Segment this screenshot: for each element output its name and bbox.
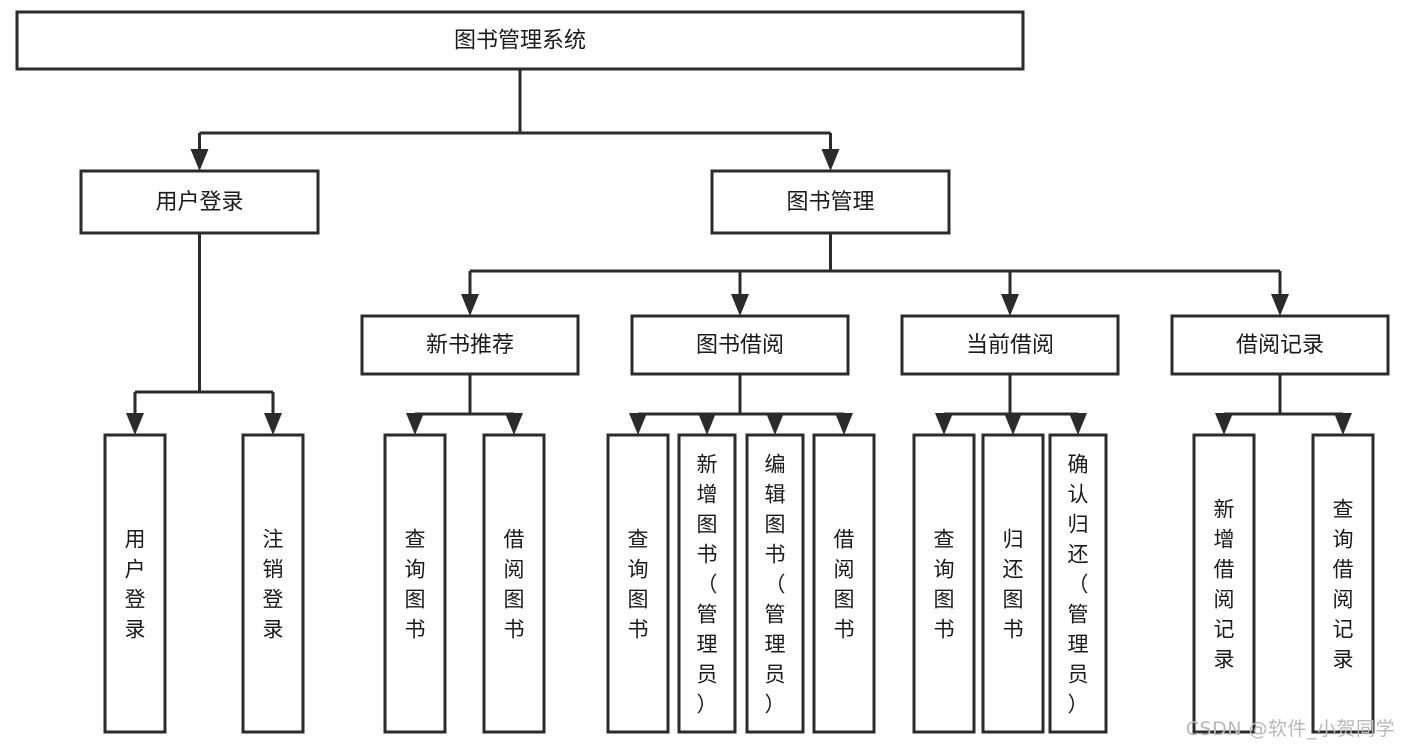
leaf-node-leaf-logout-login[interactable]: 注销登录 (241, 433, 305, 734)
leaf-node-leaf-query-borrow-record[interactable]: 查询借阅记录 (1311, 433, 1375, 734)
level3-node-current-borrow-box[interactable] (900, 314, 1120, 376)
leaf-node-leaf-confirm-return-admin-label: 确认归还（管理员） (1068, 452, 1089, 716)
level2-node-book-management-box[interactable] (710, 169, 951, 235)
level3-node-borrow-record-label: 借阅记录 (1236, 333, 1324, 358)
leaf-node-leaf-edit-book-admin[interactable]: 编辑图书（管理员） (745, 433, 805, 734)
level3-node-book-borrow[interactable]: 图书借阅 (630, 314, 850, 376)
leaf-node-leaf-borrow-book[interactable]: 借阅图书 (812, 433, 876, 734)
leaf-leaf-query-borrow-record-arrowhead (1334, 413, 1352, 435)
leaf-node-leaf-add-book-admin[interactable]: 新增图书（管理员） (677, 433, 737, 734)
leaf-node-leaf-user-login-label: 用户登录 (125, 527, 146, 641)
leaf-leaf-add-book-admin-arrowhead (698, 413, 716, 435)
leaf-node-leaf-confirm-return-admin-box[interactable] (1048, 433, 1108, 734)
level3-borrow-record-arrowhead (1271, 294, 1289, 316)
level2-node-book-management[interactable]: 图书管理 (710, 169, 951, 235)
root-node-label: 图书管理系统 (454, 29, 586, 54)
leaf-node-leaf-user-login-box[interactable] (103, 433, 167, 734)
leaf-node-leaf-borrow-book-box[interactable] (812, 433, 876, 734)
leaf-leaf-borrow-book-arrowhead (835, 413, 853, 435)
leaf-node-leaf-query-book-current-label: 查询图书 (934, 527, 955, 641)
leaf-node-leaf-add-book-admin-box[interactable] (677, 433, 737, 734)
leaf-node-leaf-add-borrow-record[interactable]: 新增借阅记录 (1192, 433, 1256, 734)
level3-book-borrow-arrowhead (731, 294, 749, 316)
level3-node-book-borrow-box[interactable] (630, 314, 850, 376)
leaf-leaf-confirm-return-admin-arrowhead (1069, 413, 1087, 435)
leaf-leaf-query-book-rec-arrowhead (406, 413, 424, 435)
leaf-node-leaf-user-login[interactable]: 用户登录 (103, 433, 167, 734)
leaf-node-leaf-confirm-return-admin[interactable]: 确认归还（管理员） (1048, 433, 1108, 734)
level2-node-user-login-label: 用户登录 (155, 190, 243, 215)
level3-new-book-recommend-arrowhead (461, 294, 479, 316)
leaf-node-leaf-return-book-box[interactable] (981, 433, 1045, 734)
leaf-node-leaf-query-borrow-record-label: 查询借阅记录 (1333, 497, 1354, 671)
leaf-node-leaf-add-book-admin-label: 新增图书（管理员） (697, 452, 718, 716)
level3-current-borrow-arrowhead (1001, 294, 1019, 316)
leaf-node-leaf-query-book-rec[interactable]: 查询图书 (383, 433, 447, 734)
leaf-node-leaf-return-book[interactable]: 归还图书 (981, 433, 1045, 734)
leaf-leaf-query-book-current-arrowhead (935, 413, 953, 435)
leaf-node-leaf-query-book-rec-label: 查询图书 (405, 527, 426, 641)
level3-node-borrow-record-box[interactable] (1170, 314, 1390, 376)
leaf-leaf-return-book-arrowhead (1004, 413, 1022, 435)
root-node[interactable]: 图书管理系统 (15, 10, 1025, 71)
level2-node-user-login-box[interactable] (79, 169, 320, 235)
leaf-node-leaf-query-book-rec-box[interactable] (383, 433, 447, 734)
leaf-node-leaf-return-book-label: 归还图书 (1003, 527, 1024, 641)
leaf-node-leaf-borrow-book-rec-box[interactable] (482, 433, 546, 734)
leaf-node-leaf-edit-book-admin-label: 编辑图书（管理员） (765, 452, 786, 716)
leaf-node-leaf-query-book-borrow[interactable]: 查询图书 (606, 433, 670, 734)
level3-node-new-book-recommend[interactable]: 新书推荐 (360, 314, 580, 376)
leaf-node-leaf-borrow-book-label: 借阅图书 (834, 527, 855, 641)
leaf-leaf-add-borrow-record-arrowhead (1215, 413, 1233, 435)
level2-user-login-arrowhead (190, 149, 209, 171)
level2-node-book-management-label: 图书管理 (786, 190, 874, 215)
leaf-leaf-query-book-borrow-arrowhead (629, 413, 647, 435)
level3-node-current-borrow[interactable]: 当前借阅 (900, 314, 1120, 376)
leaf-leaf-user-login-arrowhead (126, 413, 144, 435)
connectors-layer (126, 69, 1352, 435)
leaf-node-leaf-borrow-book-rec[interactable]: 借阅图书 (482, 433, 546, 734)
leaf-node-leaf-add-borrow-record-label: 新增借阅记录 (1214, 497, 1235, 671)
leaf-node-leaf-add-borrow-record-box[interactable] (1192, 433, 1256, 734)
leaf-node-leaf-query-book-borrow-box[interactable] (606, 433, 670, 734)
root-node-box[interactable] (15, 10, 1025, 71)
leaf-node-leaf-query-book-current-box[interactable] (912, 433, 976, 734)
level3-node-new-book-recommend-label: 新书推荐 (426, 333, 514, 358)
level3-node-new-book-recommend-box[interactable] (360, 314, 580, 376)
leaf-leaf-logout-login-arrowhead (264, 413, 282, 435)
level2-book-management-arrowhead (821, 149, 840, 171)
level3-node-current-borrow-label: 当前借阅 (966, 333, 1054, 358)
leaf-leaf-edit-book-admin-arrowhead (766, 413, 784, 435)
leaf-leaf-borrow-book-rec-arrowhead (505, 413, 523, 435)
nodes-layer: 图书管理系统用户登录图书管理新书推荐图书借阅当前借阅借阅记录用户登录注销登录查询… (15, 10, 1390, 734)
leaf-node-leaf-logout-login-label: 注销登录 (263, 527, 284, 641)
leaf-node-leaf-query-book-current[interactable]: 查询图书 (912, 433, 976, 734)
leaf-node-leaf-borrow-book-rec-label: 借阅图书 (504, 527, 525, 641)
leaf-node-leaf-query-book-borrow-label: 查询图书 (628, 527, 649, 641)
level2-node-user-login[interactable]: 用户登录 (79, 169, 320, 235)
leaf-node-leaf-query-borrow-record-box[interactable] (1311, 433, 1375, 734)
leaf-node-leaf-edit-book-admin-box[interactable] (745, 433, 805, 734)
level3-node-book-borrow-label: 图书借阅 (696, 333, 784, 358)
level3-node-borrow-record[interactable]: 借阅记录 (1170, 314, 1390, 376)
leaf-node-leaf-logout-login-box[interactable] (241, 433, 305, 734)
